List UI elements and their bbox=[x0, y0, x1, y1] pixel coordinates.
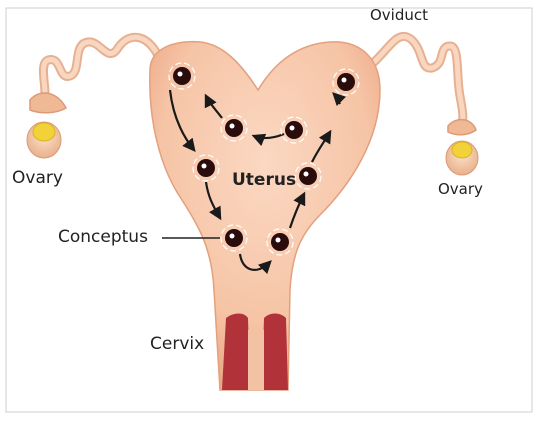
uterus-label: Uterus bbox=[232, 170, 296, 190]
ovary-right-label: Ovary bbox=[438, 180, 483, 198]
right-ovary bbox=[446, 141, 478, 175]
ovary-left-label: Ovary bbox=[12, 168, 63, 188]
left-ovary bbox=[27, 122, 61, 158]
cervix-label: Cervix bbox=[150, 334, 204, 354]
conceptus-label: Conceptus bbox=[58, 227, 148, 247]
oviduct-label: Oviduct bbox=[370, 6, 428, 24]
